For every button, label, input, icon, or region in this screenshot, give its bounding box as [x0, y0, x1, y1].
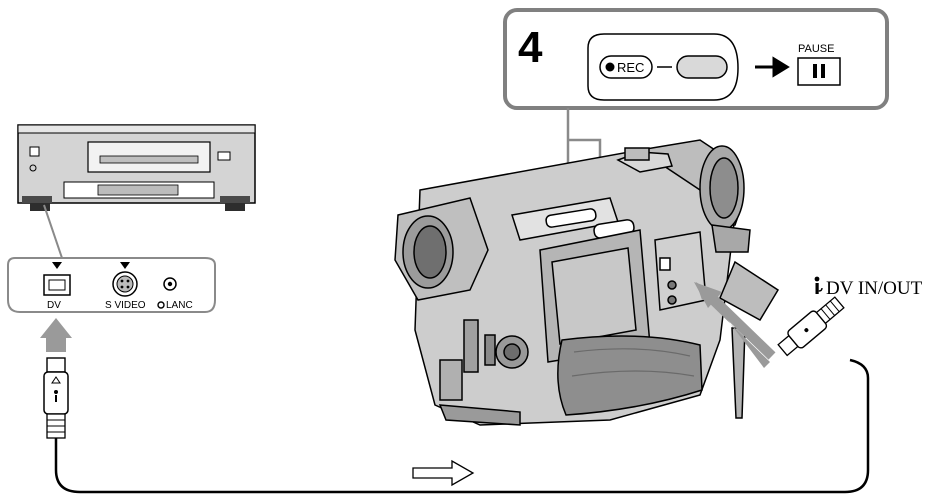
dv-cable: [54, 358, 870, 494]
rec-label: REC: [617, 60, 644, 75]
rec-control: REC: [587, 33, 739, 101]
pause-button[interactable]: [797, 57, 841, 86]
dv-plug-left: [43, 357, 69, 439]
start-stop-button[interactable]: [676, 55, 728, 79]
lanc-label: LANC: [166, 300, 193, 311]
svideo-label: S VIDEO: [105, 300, 146, 311]
insert-arrow-left-icon: [40, 318, 72, 352]
vcr-jack-panel: DV S VIDEO LANC: [7, 257, 216, 313]
svideo-marker-icon: [120, 262, 130, 269]
rec-button[interactable]: [599, 55, 653, 79]
lanc-icon: [157, 301, 165, 309]
pause-label: PAUSE: [798, 43, 834, 55]
vcr-device: [17, 124, 256, 211]
camcorder: [394, 139, 780, 426]
pause-control: PAUSE: [797, 43, 841, 86]
arrow-right-icon: [755, 56, 790, 78]
pause-icon: [813, 64, 817, 78]
dv-label: DV: [47, 300, 61, 311]
power-icon: [29, 146, 40, 157]
rec-dot-icon: [605, 62, 615, 72]
step-callout: 4 REC PAUSE: [503, 8, 889, 110]
dv-marker-icon: [52, 262, 62, 269]
ilink-icon: [814, 276, 820, 282]
dv-in-out-label: DV IN/OUT: [826, 278, 923, 299]
signal-flow-arrow-icon: [412, 459, 475, 487]
dv-plug-right: [777, 296, 845, 357]
dv-in-out-callout: DV IN/OUT: [814, 276, 923, 299]
step-number: 4: [518, 23, 543, 72]
